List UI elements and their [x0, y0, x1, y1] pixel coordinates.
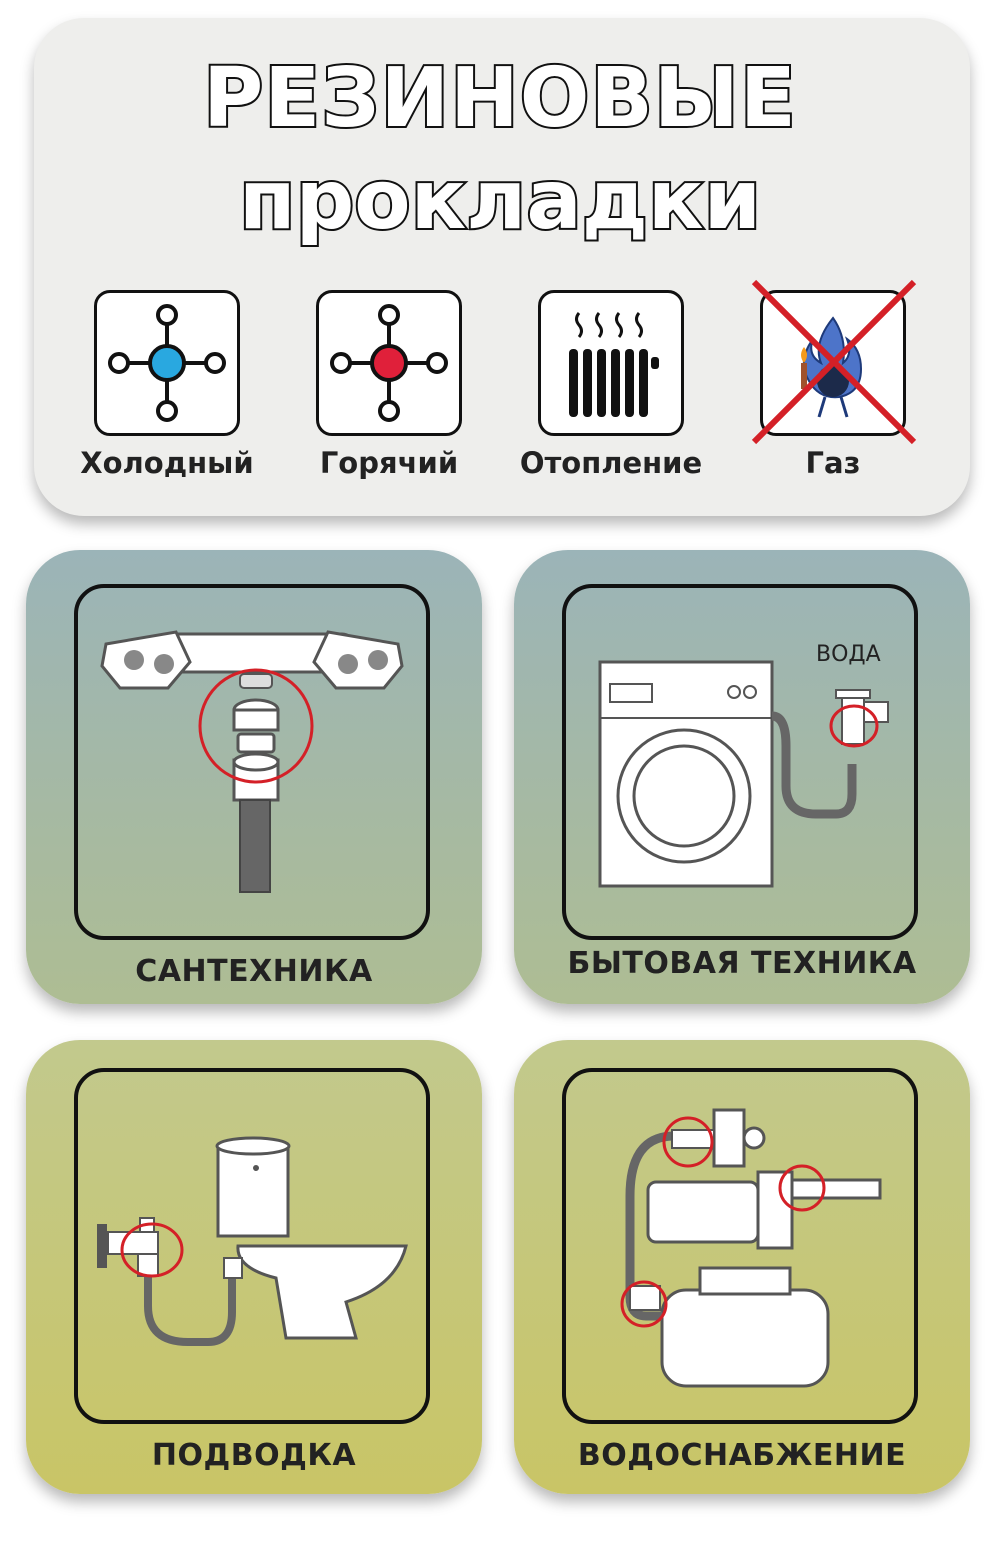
panel-plumbing-label: САНТЕХНИКА: [135, 954, 373, 989]
cold-label: Холодный: [80, 446, 254, 480]
panel-hookup: ПОДВОДКА: [26, 1040, 482, 1494]
panel-water-supply: ВОДОСНАБЖЕНИЕ: [514, 1040, 970, 1494]
radiator-icon: [538, 290, 684, 436]
title-line-2: прокладки: [237, 153, 763, 248]
panel-appliances: ВОДА БЫТОВАЯ ТЕХНИКА: [514, 550, 970, 1004]
panel-water-supply-frame: [562, 1068, 918, 1424]
panel-hookup-frame: [74, 1068, 430, 1424]
water-pump-icon: [620, 1108, 882, 1388]
title-line-1: РЕЗИНОВЫЕ: [201, 51, 798, 146]
heating-label: Отопление: [519, 446, 703, 480]
hot-label: Горячий: [319, 446, 459, 480]
water-label: ВОДА: [816, 642, 881, 667]
panel-water-supply-label: ВОДОСНАБЖЕНИЕ: [577, 1438, 907, 1473]
gas-flame-crossed-icon: [760, 290, 906, 436]
cold-water-valve-icon: [94, 290, 240, 436]
gas-label: Газ: [805, 446, 861, 480]
panel-appliances-label: БЫТОВАЯ ТЕХНИКА: [567, 946, 917, 981]
hot-water-valve-icon: [316, 290, 462, 436]
washing-machine-icon: [598, 660, 889, 888]
panel-appliances-frame: ВОДА: [562, 584, 918, 940]
panel-plumbing: САНТЕХНИКА: [26, 550, 482, 1004]
faucet-icon: [100, 630, 404, 893]
toilet-icon: [97, 1136, 408, 1346]
panel-plumbing-frame: [74, 584, 430, 940]
panel-hookup-label: ПОДВОДКА: [151, 1438, 357, 1473]
